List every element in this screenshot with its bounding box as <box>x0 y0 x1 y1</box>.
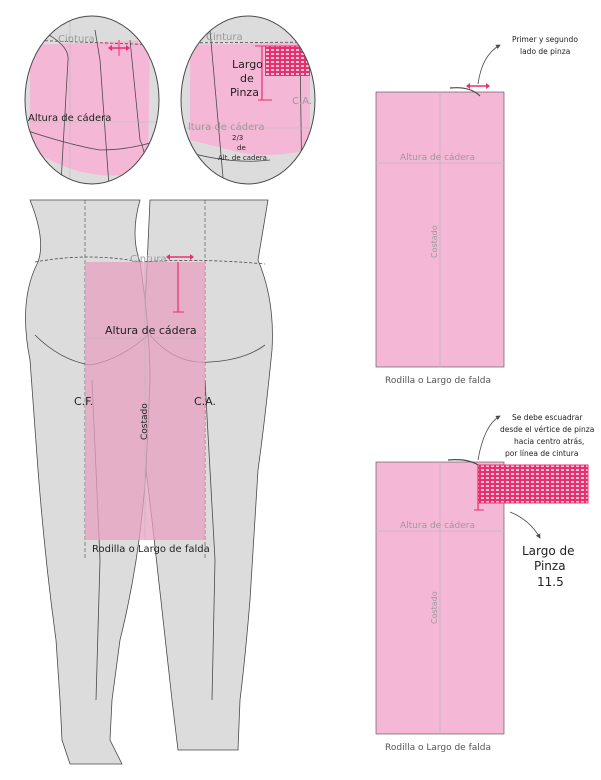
circle-detail-right <box>180 15 316 185</box>
figure-cf-label: C.F. <box>74 395 93 408</box>
circle-right-ratio-hip: Alt. de cadera <box>218 154 267 162</box>
pattern-bottom-note-line4: por línea de cintura <box>505 449 578 458</box>
figure-side-label: Costado <box>140 403 150 440</box>
circle-left-waist-label: Cintura <box>58 34 95 45</box>
dart-length-value: 11.5 <box>537 575 564 589</box>
dart-length-line1: Largo de <box>522 544 575 558</box>
pattern-bottom-bottom-label: Rodilla o Largo de falda <box>385 743 491 753</box>
figure-bottom-label: Rodilla o Largo de falda <box>92 544 210 555</box>
circle-right-dart-length-line3: Pinza <box>230 86 259 99</box>
figure-waist-label: Cintura <box>130 254 167 265</box>
circle-right-ratio: 2/3 <box>232 134 243 142</box>
pattern-bottom-side-label: Costado <box>430 591 439 624</box>
pattern-bottom-note-line2: desde el vértice de pinza <box>500 425 594 434</box>
circle-right-dart-length-line1: Largo <box>232 58 263 71</box>
circle-right-waist-label: Cintura <box>206 32 243 43</box>
pattern-bottom-note-line1: Se debe escuadrar <box>512 413 583 422</box>
body-figure <box>25 199 273 765</box>
figure-hip-label: Altura de cádera <box>105 324 197 337</box>
pattern-top-note-line1: Primer y segundo <box>512 35 578 44</box>
pattern-top-hip-label: Altura de cádera <box>400 153 475 163</box>
circle-right-ratio-de: de <box>237 144 246 152</box>
pattern-bottom-note-line3: hacia centro atrás, <box>514 437 584 446</box>
circle-right-dart-length-line2: de <box>240 72 254 85</box>
pattern-bottom-hip-label: Altura de cádera <box>400 521 475 531</box>
circle-detail-left <box>24 15 160 185</box>
pattern-top <box>375 44 505 368</box>
circle-right-hip-label: ltura de cádera <box>188 121 265 133</box>
figure-ca-label: C.A. <box>194 395 216 408</box>
circle-right-ca-label: C.A. <box>292 96 312 107</box>
circle-left-hip-label: Altura de cádera <box>28 112 111 124</box>
dart-length-line2: Pinza <box>534 559 566 573</box>
pattern-top-side-label: Costado <box>430 225 439 258</box>
dart-grid-insert <box>477 464 589 504</box>
pattern-top-note-line2: lado de pinza <box>520 47 570 56</box>
pattern-bottom <box>375 415 589 735</box>
pattern-top-bottom-label: Rodilla o Largo de falda <box>385 376 491 386</box>
